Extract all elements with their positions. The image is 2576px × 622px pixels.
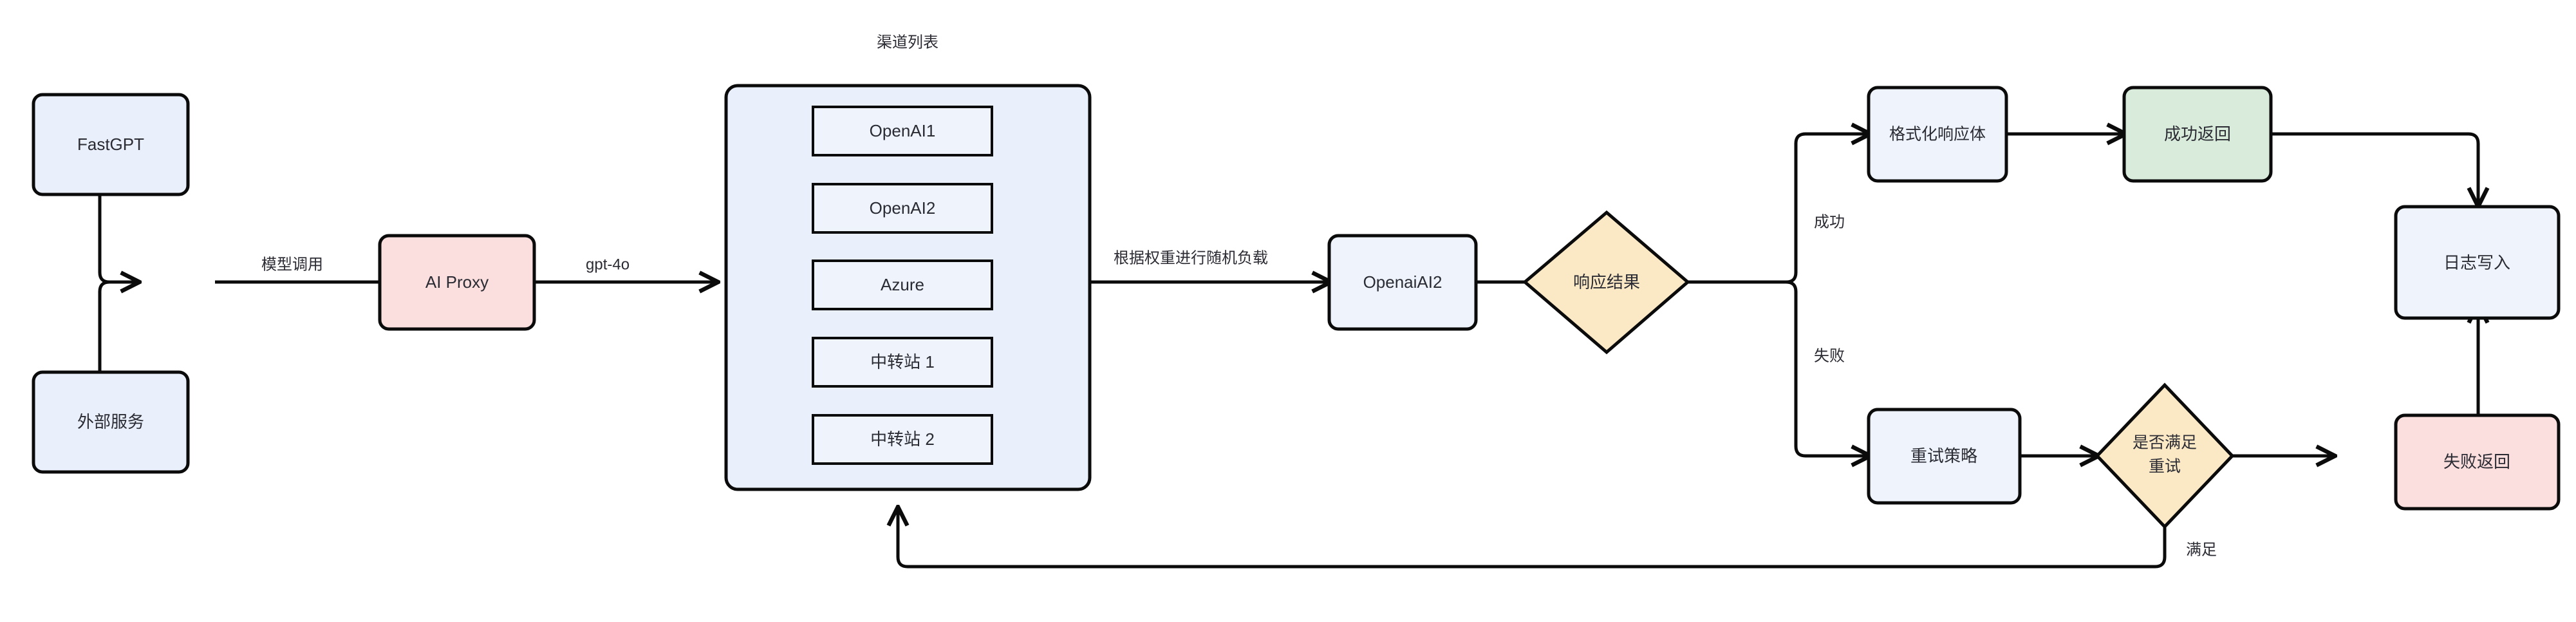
node-fail-return[interactable]: 失败返回 (2394, 413, 2561, 511)
edge-success-to-log (2270, 132, 2478, 205)
node-external-service-label: 外部服务 (77, 412, 144, 431)
edge-label-success: 成功 (1814, 213, 1845, 231)
node-log-write[interactable]: 日志写入 (2394, 205, 2561, 320)
node-fail-return-label: 失败返回 (2443, 452, 2510, 471)
edge-label-satisfied: 满足 (2186, 541, 2217, 558)
node-retry-policy-label: 重试策略 (1910, 446, 1977, 466)
node-success-return[interactable]: 成功返回 (2122, 86, 2273, 183)
channel-item-azure-label: Azure (881, 275, 924, 294)
node-fastgpt-label: FastGPT (77, 135, 144, 154)
edge-label-weighted-random: 根据权重进行随机负载 (1114, 249, 1268, 267)
edge-label-model-name: gpt-4o (586, 256, 630, 273)
node-retry-decision-label-line2: 重试 (2149, 458, 2181, 476)
channel-item-openai2-label: OpenAI2 (870, 198, 936, 218)
channel-item-relay-2-label: 中转站 2 (870, 429, 935, 449)
edge-retry-loopback (898, 509, 2167, 569)
channel-item-relay-2[interactable]: 中转站 2 (812, 414, 993, 465)
channel-item-relay-1-label: 中转站 1 (870, 352, 935, 372)
node-retry-decision[interactable]: 是否满足 重试 (2095, 382, 2235, 529)
node-ai-proxy[interactable]: AI Proxy (378, 234, 536, 331)
channel-item-openai1-label: OpenAI1 (870, 121, 936, 140)
edge-response-success (1786, 134, 1869, 284)
edge-response-failure (1786, 280, 1869, 456)
node-format-response[interactable]: 格式化响应体 (1867, 86, 2008, 183)
node-fastgpt[interactable]: FastGPT (32, 93, 190, 196)
node-openaiai2[interactable]: OpenaiAI2 (1327, 234, 1478, 331)
node-retry-policy[interactable]: 重试策略 (1867, 408, 2022, 505)
channel-item-relay-1[interactable]: 中转站 1 (812, 337, 993, 388)
node-success-return-label: 成功返回 (2164, 124, 2231, 144)
node-external-service[interactable]: 外部服务 (32, 370, 190, 474)
node-log-write-label: 日志写入 (2443, 253, 2510, 272)
node-response-result-label: 响应结果 (1573, 272, 1640, 292)
channel-item-openai2[interactable]: OpenAI2 (812, 183, 993, 234)
edge-label-failure: 失败 (1814, 347, 1845, 364)
node-ai-proxy-label: AI Proxy (425, 272, 489, 292)
node-response-result[interactable]: 响应结果 (1522, 210, 1690, 355)
channel-item-azure[interactable]: Azure (812, 259, 993, 310)
channel-group-title: 渠道列表 (877, 33, 938, 51)
node-retry-decision-label-line1: 是否满足 (2133, 434, 2197, 452)
channel-item-openai1[interactable]: OpenAI1 (812, 106, 993, 156)
edge-label-model-call: 模型调用 (261, 256, 323, 273)
node-format-response-label: 格式化响应体 (1889, 126, 1986, 144)
node-openaiai2-label: OpenaiAI2 (1363, 272, 1442, 292)
